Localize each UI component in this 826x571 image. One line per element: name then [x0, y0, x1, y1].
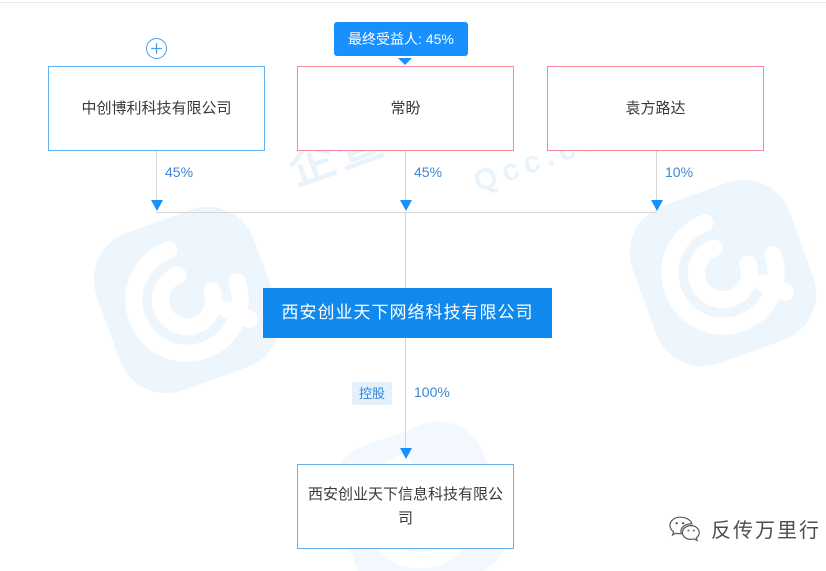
- edge-percent-1: 45%: [165, 164, 194, 180]
- shareholder-node-1[interactable]: 中创博利科技有限公司: [48, 66, 265, 151]
- shareholder-node-2[interactable]: 常盼: [297, 66, 514, 151]
- qcc-logo-watermark: [92, 205, 282, 395]
- shareholder-name-1: 中创博利科技有限公司: [81, 99, 232, 117]
- connector-subsidiary-stem: [405, 338, 406, 450]
- expand-shareholder-button[interactable]: [146, 38, 167, 59]
- beneficiary-tooltip: 最终受益人: 45%: [334, 22, 468, 56]
- beneficiary-tooltip-pointer: [398, 58, 412, 65]
- center-company-node[interactable]: 西安创业天下网络科技有限公司: [263, 288, 552, 338]
- shareholder-name-3: 袁方路达: [625, 99, 686, 117]
- top-divider: [0, 2, 826, 3]
- subsidiary-percent: 100%: [414, 384, 450, 400]
- connector-center-drop: [405, 212, 406, 288]
- shareholder-name-2: 常盼: [390, 99, 421, 117]
- subsidiary-node[interactable]: 西安创业天下信息科技有限公司: [297, 464, 514, 549]
- connector-stem-2: [405, 151, 406, 205]
- connector-arrow-1: [151, 200, 163, 211]
- connector-subsidiary-arrow: [400, 448, 412, 459]
- connector-stem-3: [656, 151, 657, 205]
- connector-junction-bar: [156, 212, 657, 213]
- connector-arrow-2: [400, 200, 412, 211]
- subsidiary-name: 西安创业天下信息科技有限公司: [308, 485, 504, 527]
- edge-percent-2: 45%: [414, 164, 443, 180]
- shareholder-node-3[interactable]: 袁方路达: [547, 66, 764, 151]
- edge-percent-3: 10%: [665, 164, 694, 180]
- center-company-name: 西安创业天下网络科技有限公司: [281, 303, 534, 322]
- wechat-icon: [668, 514, 702, 543]
- footer-brand-label: 反传万里行: [711, 520, 821, 542]
- connector-arrow-3: [651, 200, 663, 211]
- connector-stem-1: [156, 151, 157, 205]
- plus-icon: [151, 43, 162, 54]
- control-tag: 控股: [352, 382, 393, 405]
- footer-brand: 反传万里行: [668, 514, 821, 543]
